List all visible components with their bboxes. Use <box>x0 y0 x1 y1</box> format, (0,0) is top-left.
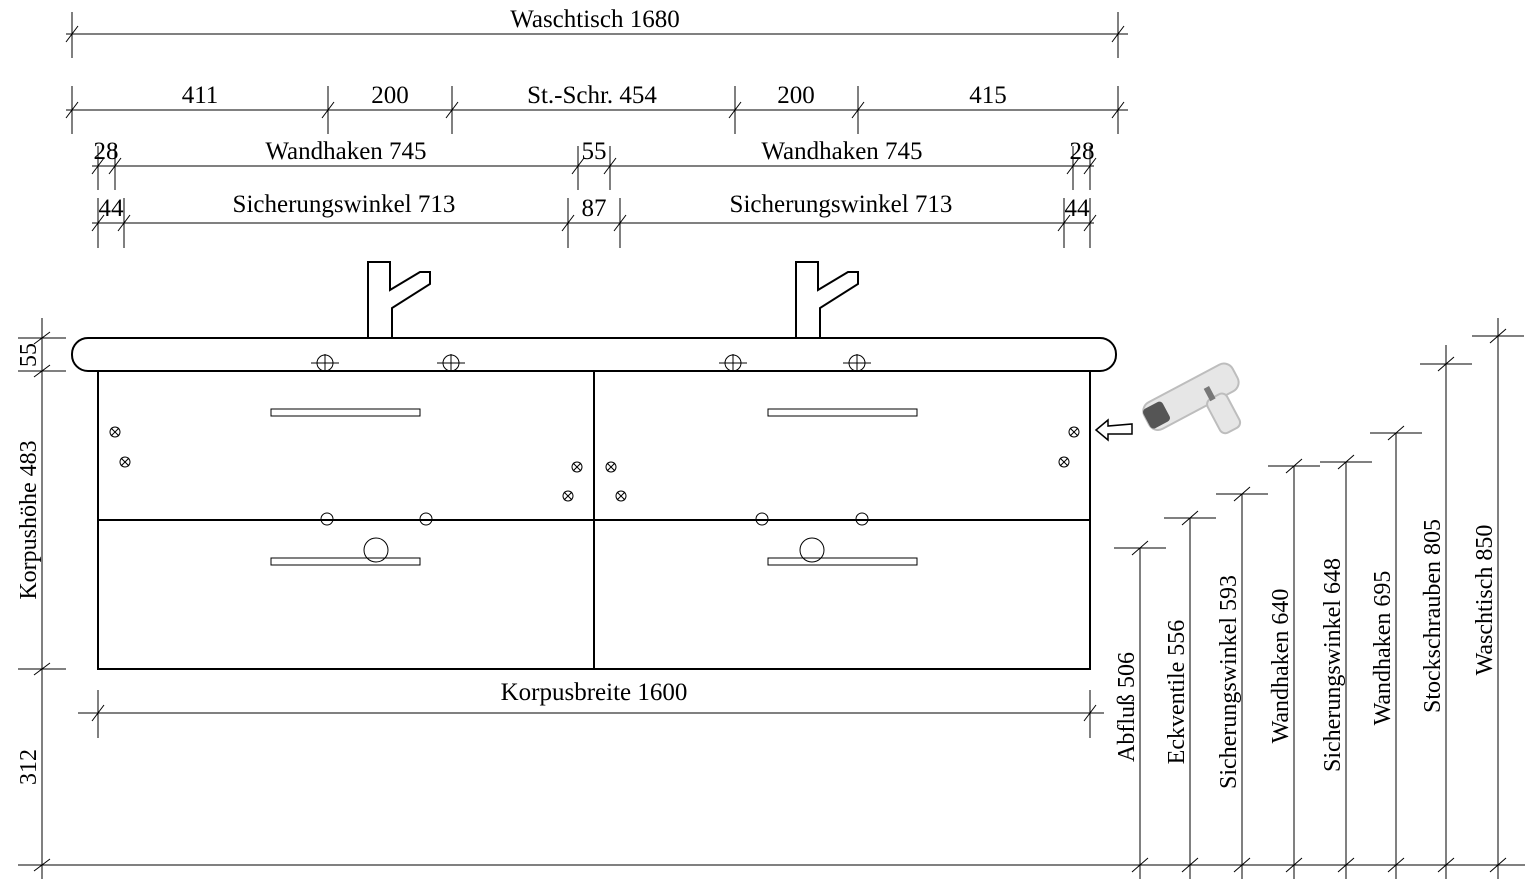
d55-label: 55 <box>582 138 607 165</box>
dimension-korpusbreite: Korpusbreite 1600 <box>78 679 1104 738</box>
korpushoehe-label: Korpushöhe 483 <box>16 440 42 599</box>
drill-icon <box>1094 362 1242 442</box>
wandhaken-left-label: Wandhaken 745 <box>265 138 426 165</box>
height-eckventile-label: Eckventile 556 <box>1164 620 1190 765</box>
dimension-row-sicherung: 44 Sicherungswinkel 713 87 Sicherungswin… <box>91 191 1097 248</box>
sicherung-left-label: Sicherungswinkel 713 <box>233 191 456 218</box>
mount-holes <box>311 354 871 372</box>
d28a-label: 28 <box>94 138 119 165</box>
countertop <box>71 337 1117 372</box>
faucet-right <box>795 261 859 338</box>
d28b-label: 28 <box>1070 138 1095 165</box>
wandhaken-right-label: Wandhaken 745 <box>761 138 922 165</box>
korpusbreite-label: Korpusbreite 1600 <box>501 679 688 706</box>
height-wandhaken-695-label: Wandhaken 695 <box>1370 571 1396 726</box>
st-schr-label: St.-Schr. 454 <box>527 82 657 109</box>
dimension-row-segments: 411 200 St.-Schr. 454 200 415 <box>65 82 1128 134</box>
drain-circles <box>320 512 869 563</box>
seg-200a-label: 200 <box>371 82 409 109</box>
seg-415-label: 415 <box>969 82 1007 109</box>
seg-200b-label: 200 <box>777 82 815 109</box>
dimension-row-wandhaken: 28 Wandhaken 745 55 Wandhaken 745 28 <box>91 138 1097 190</box>
height-abfluss: Abfluß 506 <box>1114 540 1166 879</box>
height-eckventile: Eckventile 556 <box>1164 510 1216 879</box>
dimension-waschtisch-top: Waschtisch 1680 <box>65 6 1128 58</box>
sicherung-right-label: Sicherungswinkel 713 <box>730 191 953 218</box>
dimension-left-vertical: 55 Korpushöhe 483 312 <box>16 318 66 879</box>
height-wandhaken-640: Wandhaken 640 <box>1268 458 1320 879</box>
faucet-left <box>367 261 431 338</box>
height-waschtisch-label: Waschtisch 850 <box>1472 525 1498 676</box>
left-312-label: 312 <box>16 749 42 785</box>
height-stockschrauben: Stockschrauben 805 <box>1420 345 1472 879</box>
drawer-handles <box>270 408 918 566</box>
left-55-label: 55 <box>16 343 42 367</box>
height-sicherung-593-label: Sicherungswinkel 593 <box>1216 575 1242 789</box>
height-abfluss-label: Abfluß 506 <box>1114 652 1140 762</box>
waschtisch-width-label: Waschtisch 1680 <box>510 6 679 33</box>
height-sicherung-648-label: Sicherungswinkel 648 <box>1320 558 1346 772</box>
height-sicherungswinkel-648: Sicherungswinkel 648 <box>1320 454 1372 879</box>
height-wandhaken-640-label: Wandhaken 640 <box>1268 589 1294 744</box>
height-sicherungswinkel-593: Sicherungswinkel 593 <box>1216 486 1268 879</box>
height-dimensions: Abfluß 506 Eckventile 556 Sicherungswink… <box>1114 318 1524 879</box>
height-waschtisch: Waschtisch 850 <box>1472 318 1524 879</box>
d87-label: 87 <box>582 195 607 222</box>
height-stockschrauben-label: Stockschrauben 805 <box>1420 519 1446 713</box>
screw-markers <box>109 426 1080 502</box>
d44a-label: 44 <box>99 195 125 222</box>
height-wandhaken-695: Wandhaken 695 <box>1370 425 1422 879</box>
d44b-label: 44 <box>1065 195 1091 222</box>
cabinet-body <box>97 370 1091 670</box>
seg-411-label: 411 <box>182 82 219 109</box>
